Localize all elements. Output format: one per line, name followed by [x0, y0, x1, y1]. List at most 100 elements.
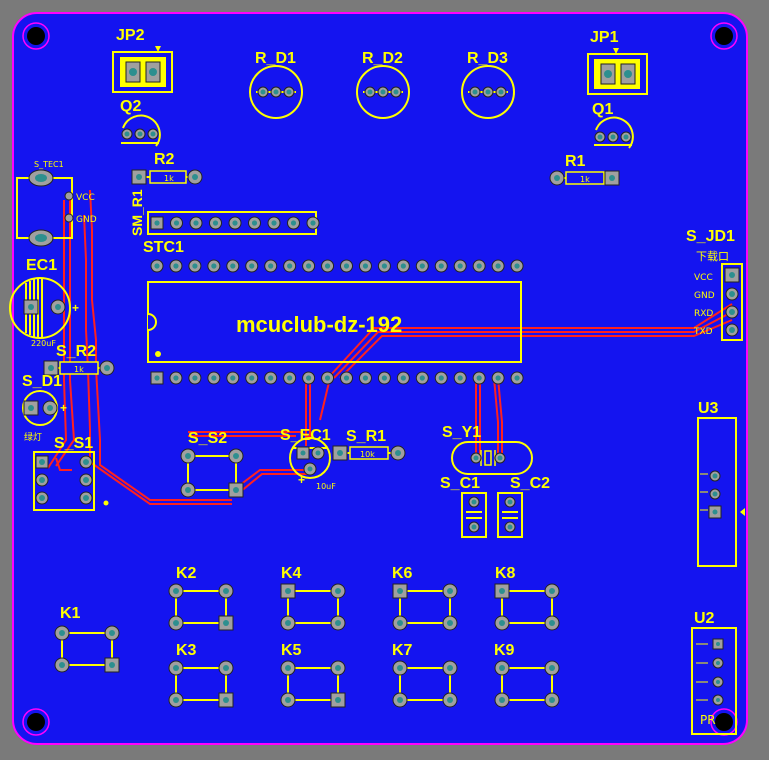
- stc1-pins: [150, 259, 524, 385]
- key-k2-label: K2: [176, 565, 197, 582]
- stc1-bottom-pin-drill: [268, 375, 274, 381]
- s-y1-crystal: [451, 441, 533, 475]
- s-y1-label: S_Y1: [442, 424, 481, 441]
- stc1-top-pin-drill: [249, 263, 255, 269]
- q2-transistor: [121, 114, 161, 147]
- key-k3: [168, 660, 234, 708]
- s-s1-switch: [33, 451, 109, 511]
- stc1-bottom-pin-drill: [438, 375, 444, 381]
- s-r2-resistor: [43, 360, 115, 376]
- rd2-led: [356, 65, 410, 119]
- jd-pin-vcc: VCC: [694, 273, 713, 283]
- u2-label: U2: [694, 610, 715, 627]
- stc1-top-pin-drill: [154, 263, 160, 269]
- stc1-bottom-pin-drill: [324, 375, 331, 381]
- key-k8: [494, 583, 560, 631]
- key-k4-label: K4: [281, 565, 302, 582]
- stc1-top-pin-drill: [438, 263, 444, 269]
- stc1-bottom-pin-drill: [287, 375, 293, 381]
- chip-text: mcuclub-dz-192: [236, 312, 402, 337]
- s-jd1-header: [721, 263, 743, 341]
- r1-resistor: [549, 170, 620, 186]
- stc1-top-pin-drill: [400, 263, 406, 269]
- sm-r1-pin-drill: [212, 220, 219, 226]
- sm-r1-label: SM_R1: [129, 189, 145, 236]
- sm-r1-pin-drill: [290, 220, 297, 226]
- stc1-bottom-pin-drill: [173, 375, 179, 381]
- key-k8-label: K8: [495, 565, 516, 582]
- key-k5-label: K5: [281, 642, 302, 659]
- key-k2: [168, 583, 234, 631]
- jd-pin-rxd: RXD: [694, 309, 713, 319]
- s-c1-label: S_C1: [440, 475, 480, 492]
- stc1-top-pin-drill: [211, 263, 217, 269]
- stc1-bottom-pin-drill: [495, 375, 501, 381]
- jp1-connector: [587, 48, 648, 95]
- u3-label: U3: [698, 400, 719, 417]
- s-d1-led: [22, 390, 58, 426]
- tec-gnd-label: GND: [76, 215, 97, 225]
- key-k5: [280, 660, 346, 708]
- u2-module: [691, 627, 737, 735]
- sm-r1-pins: [150, 216, 320, 230]
- key-k6-label: K6: [392, 565, 413, 582]
- rd1-label: R_D1: [255, 50, 296, 67]
- stc1-bottom-pin-drill: [419, 375, 425, 381]
- stc1-bottom-pin-drill: [343, 375, 350, 381]
- sm-r1-pin-drill: [193, 220, 199, 226]
- key-k9-label: K9: [494, 642, 515, 659]
- r2-resistor: [131, 169, 203, 185]
- s-ec1-value: 10uF: [316, 482, 336, 491]
- stc1-top-pin-drill: [230, 263, 236, 269]
- s-c2-label: S_C2: [510, 475, 550, 492]
- s-jd1-label: S_JD1: [686, 228, 735, 245]
- tec-vcc-label: VCC: [76, 193, 95, 203]
- r1-label: R1: [565, 153, 586, 170]
- stc1-bottom-pin-drill: [192, 375, 198, 381]
- s-s2-label: S_S2: [188, 430, 227, 447]
- r2-label: R2: [154, 151, 175, 168]
- s-c1-capacitor: [461, 492, 487, 538]
- stc1-bottom-pin-drill: [306, 375, 312, 381]
- s-ec1-label: S_EC1: [280, 427, 331, 444]
- stc1-top-pin-drill: [324, 263, 331, 269]
- sm-r1-pin-drill: [232, 220, 238, 226]
- stc1-bottom-pin-drill: [457, 375, 463, 381]
- key-k7: [392, 660, 458, 708]
- ec1-capacitor: [9, 277, 71, 339]
- s-d1-note: 绿灯: [24, 431, 42, 443]
- stc1-top-pin-drill: [362, 263, 369, 269]
- mounting-holes: [22, 22, 738, 736]
- s-r2-label: S_R2: [56, 343, 96, 360]
- s-r1-label: S_R1: [346, 428, 386, 445]
- r1-value: 1k: [580, 175, 590, 184]
- jd-pin-gnd: GND: [694, 291, 715, 301]
- jd-pin-txd: TXD: [693, 327, 713, 337]
- stc1-top-pin-drill: [268, 263, 274, 269]
- s-r1-value: 10k: [360, 450, 375, 459]
- r2-value: 1k: [164, 174, 174, 183]
- s-ec1-plus: +: [298, 473, 305, 487]
- stc1-bottom-pin-drill: [230, 375, 236, 381]
- stc1-top-pin-drill: [173, 263, 179, 269]
- rd1-led: [249, 65, 303, 119]
- rd3-label: R_D3: [467, 50, 508, 67]
- stc1-top-pin-drill: [457, 263, 463, 269]
- key-k1-label: K1: [60, 605, 81, 622]
- q2-label: Q2: [120, 98, 141, 115]
- stc1-top-pin-drill: [192, 263, 198, 269]
- ec1-value: 220uF: [31, 339, 56, 348]
- stc1-top-pin-drill: [287, 263, 293, 269]
- key-k9: [494, 660, 560, 708]
- stc1-bottom-pin-drill: [514, 375, 520, 381]
- key-k4: [280, 583, 346, 631]
- s-s1-label: S_S1: [54, 435, 93, 452]
- jp2-label: JP2: [116, 27, 145, 44]
- s-s2-button: [180, 448, 244, 498]
- s-jd1-title: 下载口: [696, 250, 729, 263]
- q1-transistor: [594, 116, 634, 149]
- stc1-label: STC1: [143, 239, 184, 256]
- s-d1-plus: +: [60, 401, 67, 415]
- traces: [47, 189, 733, 505]
